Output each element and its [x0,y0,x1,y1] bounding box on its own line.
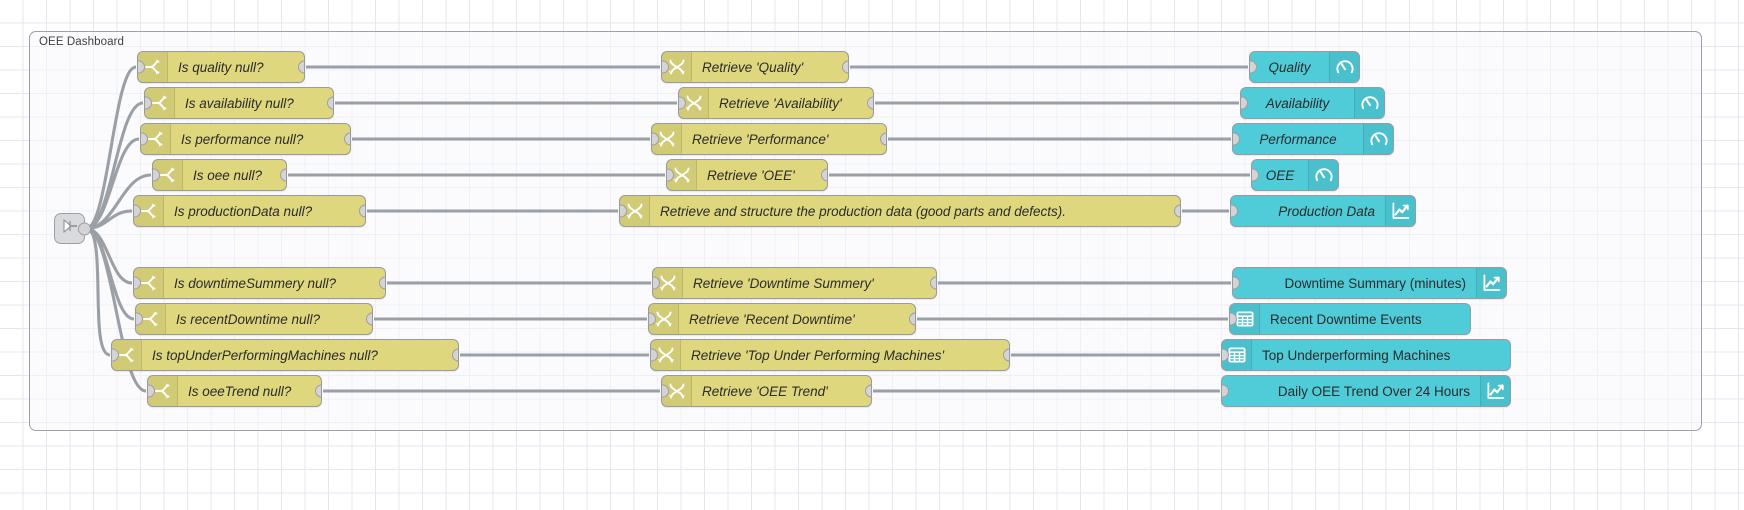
inject-output-port[interactable] [78,222,91,235]
dashboard-node-oee-label: OEE [1265,167,1295,183]
dashboard-node-downtime-summary-minutes-label: Downtime Summary (minutes) [1284,275,1466,291]
change-node-retrieve-oee-output-port[interactable] [820,168,827,182]
switch-node-is-recentdowntime-null-label: Is recentDowntime null? [176,311,321,327]
change-node-retrieve-downtime-summery-output-port[interactable] [929,276,936,290]
switch-node-is-productiondata-null-output-port[interactable] [358,204,365,218]
switch-node-is-productiondata-null[interactable]: Is productionData null? [133,195,366,227]
dashboard-node-performance-label: Performance [1259,131,1337,147]
switch-node-is-recentdowntime-null-output-port[interactable] [365,312,372,326]
change-node-retrieve-oee[interactable]: Retrieve 'OEE' [666,159,828,191]
switch-node-is-oeetrend-null-output-port[interactable] [314,384,321,398]
change-node-retrieve-oee-trend-label: Retrieve 'OEE Trend' [702,383,828,399]
dashboard-node-daily-oee-trend-over-24-hours-label: Daily OEE Trend Over 24 Hours [1277,383,1470,399]
change-node-retrieve-recent-downtime-label: Retrieve 'Recent Downtime' [689,311,855,327]
change-node-retrieve-oee-label: Retrieve 'OEE' [707,167,795,183]
switch-node-is-availability-null-label: Is availability null? [185,95,294,111]
dashboard-node-top-underperforming-machines[interactable]: Top Underperforming Machines [1221,339,1511,371]
line-chart-icon [1476,268,1506,298]
dashboard-node-quality-label: Quality [1268,59,1311,75]
change-node-retrieve-availability[interactable]: Retrieve 'Availability' [678,87,874,119]
inject-arrow-icon [61,217,79,240]
dashboard-node-production-data[interactable]: Production Data [1230,195,1416,227]
table-grid-icon [1222,340,1252,370]
switch-node-is-productiondata-null-label: Is productionData null? [174,203,313,219]
change-node-retrieve-performance-label: Retrieve 'Performance' [692,131,829,147]
switch-node-is-oeetrend-null[interactable]: Is oeeTrend null? [147,375,322,407]
dashboard-node-daily-oee-trend-over-24-hours[interactable]: Daily OEE Trend Over 24 Hours [1221,375,1511,407]
switch-node-is-oee-null-output-port[interactable] [279,168,286,182]
line-chart-icon [1480,376,1510,406]
dashboard-node-availability[interactable]: Availability [1240,87,1385,119]
switch-node-is-quality-null-output-port[interactable] [297,60,304,74]
dashboard-node-downtime-summary-minutes[interactable]: Downtime Summary (minutes) [1232,267,1507,299]
change-node-retrieve-performance[interactable]: Retrieve 'Performance' [651,123,887,155]
dashboard-node-performance[interactable]: Performance [1232,123,1394,155]
switch-node-is-quality-null-label: Is quality null? [178,59,264,75]
switch-fork-icon [136,304,166,334]
switch-node-is-availability-null-output-port[interactable] [326,96,333,110]
switch-node-is-downtimesummery-null[interactable]: Is downtimeSummery null? [133,267,386,299]
dashboard-node-production-data-label: Production Data [1278,203,1375,219]
change-node-retrieve-quality[interactable]: Retrieve 'Quality' [661,51,849,83]
switch-node-is-topunderperformingmachines-null-label: Is topUnderPerformingMachines null? [152,347,378,363]
switch-node-is-quality-null[interactable]: Is quality null? [137,51,305,83]
switch-fork-icon [138,52,168,82]
switch-node-is-downtimesummery-null-label: Is downtimeSummery null? [174,275,337,291]
change-node-retrieve-oee-trend[interactable]: Retrieve 'OEE Trend' [661,375,872,407]
inject-node[interactable] [54,213,91,244]
change-node-retrieve-and-structure-the-production-data-g-label: Retrieve and structure the production da… [660,203,1066,219]
change-node-retrieve-availability-output-port[interactable] [866,96,873,110]
dashboard-node-recent-downtime-events[interactable]: Recent Downtime Events [1229,303,1471,335]
change-node-retrieve-top-under-performing-machines-label: Retrieve 'Top Under Performing Machines' [691,347,945,363]
switch-node-is-performance-null[interactable]: Is performance null? [140,123,351,155]
switch-node-is-oee-null-label: Is oee null? [193,167,263,183]
dashboard-node-quality[interactable]: Quality [1249,51,1360,83]
change-node-retrieve-downtime-summery[interactable]: Retrieve 'Downtime Summery' [652,267,937,299]
switch-node-is-topunderperformingmachines-null-output-port[interactable] [451,348,458,362]
switch-node-is-recentdowntime-null[interactable]: Is recentDowntime null? [135,303,373,335]
change-node-retrieve-availability-label: Retrieve 'Availability' [719,95,842,111]
switch-node-is-topunderperformingmachines-null[interactable]: Is topUnderPerformingMachines null? [111,339,459,371]
change-node-retrieve-quality-output-port[interactable] [841,60,848,74]
switch-node-is-oee-null[interactable]: Is oee null? [152,159,287,191]
switch-node-is-performance-null-output-port[interactable] [343,132,350,146]
change-node-retrieve-recent-downtime-output-port[interactable] [908,312,915,326]
change-node-retrieve-and-structure-the-production-data-g[interactable]: Retrieve and structure the production da… [619,195,1181,227]
change-node-retrieve-quality-label: Retrieve 'Quality' [702,59,804,75]
switch-node-is-availability-null[interactable]: Is availability null? [144,87,334,119]
dashboard-node-availability-label: Availability [1265,95,1330,111]
dashboard-node-oee[interactable]: OEE [1251,159,1339,191]
switch-node-is-performance-null-label: Is performance null? [181,131,304,147]
gauge-icon [1308,160,1338,190]
change-node-retrieve-and-structure-the-production-data-g-output-port[interactable] [1173,204,1180,218]
switch-node-is-oeetrend-null-label: Is oeeTrend null? [188,383,292,399]
change-swap-icon [652,124,682,154]
gauge-icon [1363,124,1393,154]
change-node-retrieve-top-under-performing-machines-output-port[interactable] [1002,348,1009,362]
group-label: OEE Dashboard [39,36,125,48]
dashboard-node-recent-downtime-events-label: Recent Downtime Events [1270,311,1422,327]
dashboard-node-top-underperforming-machines-label: Top Underperforming Machines [1262,347,1451,363]
change-node-retrieve-downtime-summery-label: Retrieve 'Downtime Summery' [693,275,874,291]
change-node-retrieve-performance-output-port[interactable] [879,132,886,146]
line-chart-icon [1385,196,1415,226]
change-node-retrieve-oee-trend-output-port[interactable] [864,384,871,398]
change-node-retrieve-top-under-performing-machines[interactable]: Retrieve 'Top Under Performing Machines' [650,339,1010,371]
change-node-retrieve-recent-downtime[interactable]: Retrieve 'Recent Downtime' [648,303,916,335]
gauge-icon [1329,52,1359,82]
switch-node-is-downtimesummery-null-output-port[interactable] [378,276,385,290]
gauge-icon [1354,88,1384,118]
